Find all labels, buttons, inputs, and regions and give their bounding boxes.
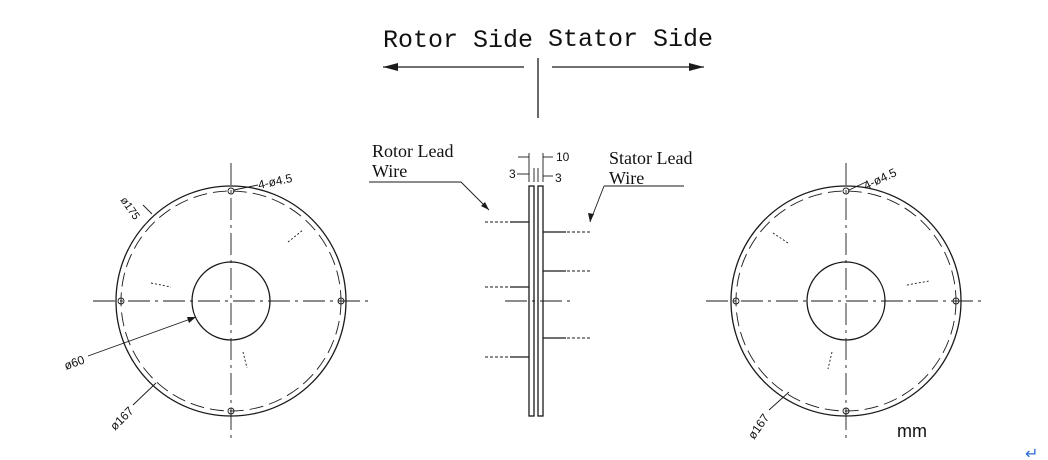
left-dim-outer-label: ø175 — [118, 195, 142, 222]
right-terminal-mark — [906, 280, 930, 286]
left-dim-inner-arrowhead — [187, 317, 196, 323]
right-terminal-mark — [827, 351, 833, 370]
left-flange-view: ø175 4-ø4.5 ø60 ø167 — [62, 163, 368, 440]
stator-lead-wire-label-line2: Wire — [609, 168, 644, 188]
right-dim-holes-leader — [848, 181, 867, 191]
left-dim-inner-leader — [87, 316, 197, 357]
rotor-side-label: Rotor Side — [383, 26, 533, 55]
rotor-wires — [485, 221, 529, 358]
dim-right-label: 3 — [555, 171, 562, 185]
right-dim-holes-label: 4-ø4.5 — [861, 165, 899, 192]
left-mount-hole-bottom — [227, 407, 235, 415]
dim-left-label: 3 — [509, 167, 516, 181]
left-terminal-mark — [242, 351, 248, 369]
units-label: mm — [897, 421, 927, 441]
right-mount-hole-top — [842, 187, 850, 195]
left-mount-hole-top — [227, 187, 235, 195]
stator-side-label: Stator Side — [548, 25, 713, 54]
left-dim-holes-label: 4-ø4.5 — [257, 171, 294, 192]
left-dim-outer-leader — [142, 204, 153, 215]
right-mount-hole-left — [732, 297, 740, 305]
stator-plate — [537, 185, 544, 417]
rotor-lead-wire-label-line1: Rotor Lead — [372, 141, 453, 161]
rotor-lead-wire-label-line2: Wire — [372, 161, 407, 181]
stator-side-arrowhead — [689, 63, 704, 71]
direction-header: Rotor Side Stator Side — [383, 25, 713, 118]
stator-wires — [543, 231, 592, 339]
left-dim-pitch-label: ø167 — [107, 404, 136, 433]
right-terminal-mark — [772, 232, 789, 244]
right-pitch-circle — [735, 190, 957, 412]
rotor-lead-arrowhead — [481, 202, 489, 210]
left-outer-circle — [115, 185, 347, 417]
return-icon: ↵ — [1025, 444, 1038, 460]
rotor-side-arrowhead — [383, 63, 398, 71]
side-view: 10 3 3 Rotor Lead Wire Stator Lead Wire — [369, 141, 692, 417]
rotor-plate — [528, 185, 535, 417]
left-terminal-mark — [287, 229, 304, 243]
stator-lead-wire-label-line1: Stator Lead — [609, 148, 692, 168]
right-mount-hole-right — [952, 297, 960, 305]
left-dim-holes-leader — [233, 184, 259, 191]
right-dim-pitch-label: ø167 — [745, 411, 772, 442]
left-dim-inner-label: ø60 — [62, 352, 87, 372]
right-flange-view: 4-ø4.5 ø167 — [706, 163, 984, 442]
left-mount-hole-left — [117, 297, 125, 305]
left-inner-bore — [191, 261, 271, 341]
right-mount-hole-bottom — [842, 407, 850, 415]
left-terminal-mark — [150, 282, 172, 288]
stator-lead-arrowhead — [588, 213, 594, 222]
dim-total-label: 10 — [556, 150, 570, 164]
left-mount-hole-right — [337, 297, 345, 305]
right-inner-bore — [806, 261, 886, 341]
right-dim-pitch-leader — [768, 391, 790, 411]
left-dim-pitch-leader — [132, 382, 157, 406]
right-outer-circle — [730, 185, 962, 417]
left-pitch-circle — [120, 190, 342, 412]
